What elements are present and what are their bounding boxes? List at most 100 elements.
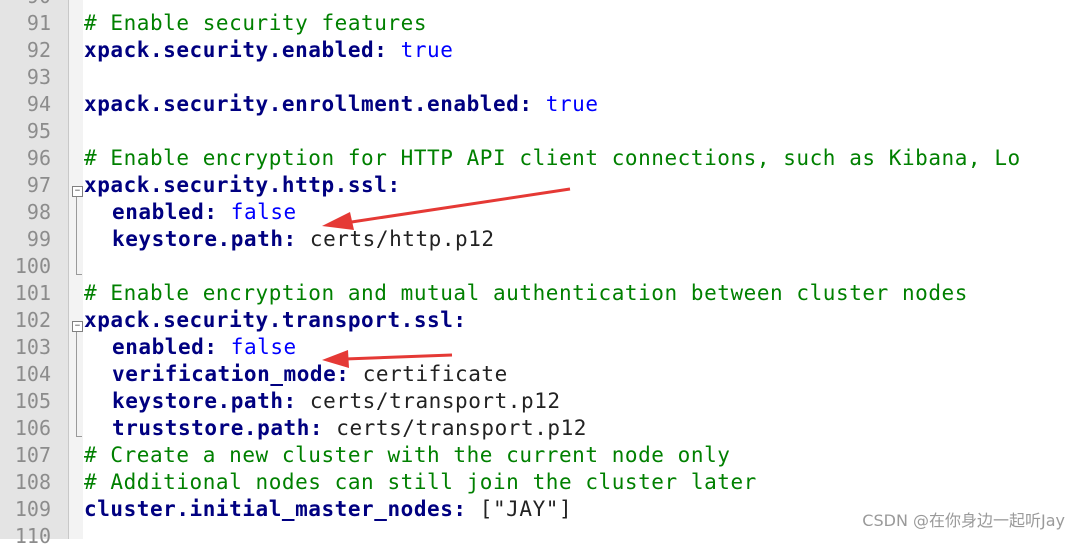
code-text: verification_mode: certificate	[84, 361, 508, 388]
code-line[interactable]: 97 xpack.security.http.ssl:	[0, 172, 1079, 199]
arrow-annotation-icon	[322, 187, 571, 230]
code-line[interactable]: 93	[0, 64, 1079, 91]
code-text: enabled: false	[84, 199, 297, 226]
code-text: # Enable encryption and mutual authentic…	[84, 280, 968, 307]
fold-minus-icon[interactable]: −	[72, 321, 83, 332]
code-token: enabled	[112, 200, 205, 224]
code-token: # Enable encryption and mutual authentic…	[84, 281, 968, 305]
line-number: 96	[26, 146, 51, 170]
code-text: # Enable encryption for HTTP API client …	[84, 145, 1021, 172]
code-text: keystore.path: certs/http.p12	[84, 226, 495, 253]
line-number: 109	[14, 497, 51, 521]
code-text: # Create a new cluster with the current …	[84, 442, 730, 469]
code-token: # Enable security features	[84, 11, 428, 35]
line-number: 92	[26, 38, 51, 62]
code-line[interactable]: 103 enabled: false	[0, 334, 1079, 361]
line-number: 90	[0, 0, 51, 10]
line-number: 99	[26, 227, 51, 251]
code-token: certs/http.p12	[309, 227, 495, 251]
code-token: certs/transport.p12	[309, 389, 561, 413]
fold-end-marker	[76, 274, 82, 275]
code-token: :	[204, 335, 231, 359]
line-number-gutter	[0, 0, 69, 539]
line-number: 97	[26, 173, 51, 197]
code-token: xpack.security.enrollment.enabled	[84, 92, 520, 116]
line-number: 104	[14, 362, 51, 386]
fold-end-marker	[76, 436, 82, 437]
code-line[interactable]: 91 # Enable security features	[0, 10, 1079, 37]
code-token: true	[400, 38, 454, 62]
line-number: 94	[26, 92, 51, 116]
fold-guide	[76, 332, 77, 436]
code-text: cluster.initial_master_nodes: ["JAY"]	[84, 496, 572, 523]
code-token: :	[204, 200, 231, 224]
line-number: 107	[14, 443, 51, 467]
code-line[interactable]: 108 # Additional nodes can still join the…	[0, 469, 1079, 496]
code-line[interactable]: 94 xpack.security.enrollment.enabled: tru…	[0, 91, 1079, 118]
line-number: 91	[26, 11, 51, 35]
code-token: :	[283, 389, 310, 413]
code-text: # Additional nodes can still join the cl…	[84, 469, 757, 496]
code-token: xpack.security.transport.ssl	[84, 308, 454, 332]
code-token: cluster.initial_master_nodes	[84, 497, 454, 521]
code-line[interactable]: 99 keystore.path: certs/http.p12	[0, 226, 1079, 253]
code-line[interactable]: 106 truststore.path: certs/transport.p12	[0, 415, 1079, 442]
code-line[interactable]: 100	[0, 253, 1079, 280]
code-token: :	[387, 173, 401, 197]
code-token: :	[519, 92, 546, 116]
line-number: 93	[26, 65, 51, 89]
line-number: 105	[14, 389, 51, 413]
code-token: false	[230, 335, 297, 359]
code-line[interactable]: 98 enabled: false	[0, 199, 1079, 226]
fold-guide	[76, 197, 77, 274]
code-token: :	[374, 38, 401, 62]
code-line[interactable]: 109 cluster.initial_master_nodes: ["JAY"]	[0, 496, 1079, 523]
code-text: keystore.path: certs/transport.p12	[84, 388, 561, 415]
code-token: true	[545, 92, 599, 116]
code-token: truststore.path	[112, 416, 310, 440]
code-token: :	[309, 416, 337, 440]
code-token: certificate	[362, 362, 508, 386]
code-line[interactable]: 105 keystore.path: certs/transport.p12	[0, 388, 1079, 415]
line-number: 101	[14, 281, 51, 305]
code-text: xpack.security.http.ssl:	[84, 172, 401, 199]
code-text: xpack.security.enrollment.enabled: true	[84, 91, 599, 118]
code-line[interactable]: 90	[0, 0, 1079, 10]
fold-minus-icon[interactable]: −	[72, 186, 83, 197]
code-text: xpack.security.transport.ssl:	[84, 307, 467, 334]
line-number: 106	[14, 416, 51, 440]
code-token: :	[336, 362, 363, 386]
line-number: 100	[14, 254, 51, 278]
code-token: # Enable encryption for HTTP API client …	[84, 146, 1021, 170]
code-token: certs/transport.p12	[336, 416, 587, 440]
arrow-annotation-icon	[322, 350, 453, 368]
code-token: enabled	[112, 335, 205, 359]
code-token: :	[283, 227, 310, 251]
code-token: :	[453, 308, 467, 332]
code-line[interactable]: 96 # Enable encryption for HTTP API clien…	[0, 145, 1079, 172]
line-number: 95	[26, 119, 51, 143]
code-line[interactable]: 107 # Create a new cluster with the curre…	[0, 442, 1079, 469]
code-line[interactable]: 104 verification_mode: certificate	[0, 361, 1079, 388]
watermark: CSDN @在你身边一起听Jay	[862, 511, 1065, 530]
code-token: xpack.security.enabled	[84, 38, 375, 62]
line-number: 102	[14, 308, 51, 332]
code-token: :	[453, 497, 480, 521]
code-token: # Create a new cluster with the current …	[84, 443, 731, 467]
code-line[interactable]: 101 # Enable encryption and mutual authen…	[0, 280, 1079, 307]
code-text: xpack.security.enabled: true	[84, 37, 453, 64]
line-number: 108	[14, 470, 51, 494]
code-line[interactable]: 95	[0, 118, 1079, 145]
code-token: ["JAY"]	[479, 497, 573, 521]
code-token: # Additional nodes can still join the cl…	[84, 470, 757, 494]
code-line[interactable]: 102 xpack.security.transport.ssl:	[0, 307, 1079, 334]
code-line[interactable]: 92 xpack.security.enabled: true	[0, 37, 1079, 64]
line-number: 98	[26, 200, 51, 224]
code-text: truststore.path: certs/transport.p12	[84, 415, 587, 442]
code-token: verification_mode	[112, 362, 337, 386]
line-number: 103	[14, 335, 51, 359]
code-text: enabled: false	[84, 334, 297, 361]
code-token: keystore.path	[112, 227, 284, 251]
